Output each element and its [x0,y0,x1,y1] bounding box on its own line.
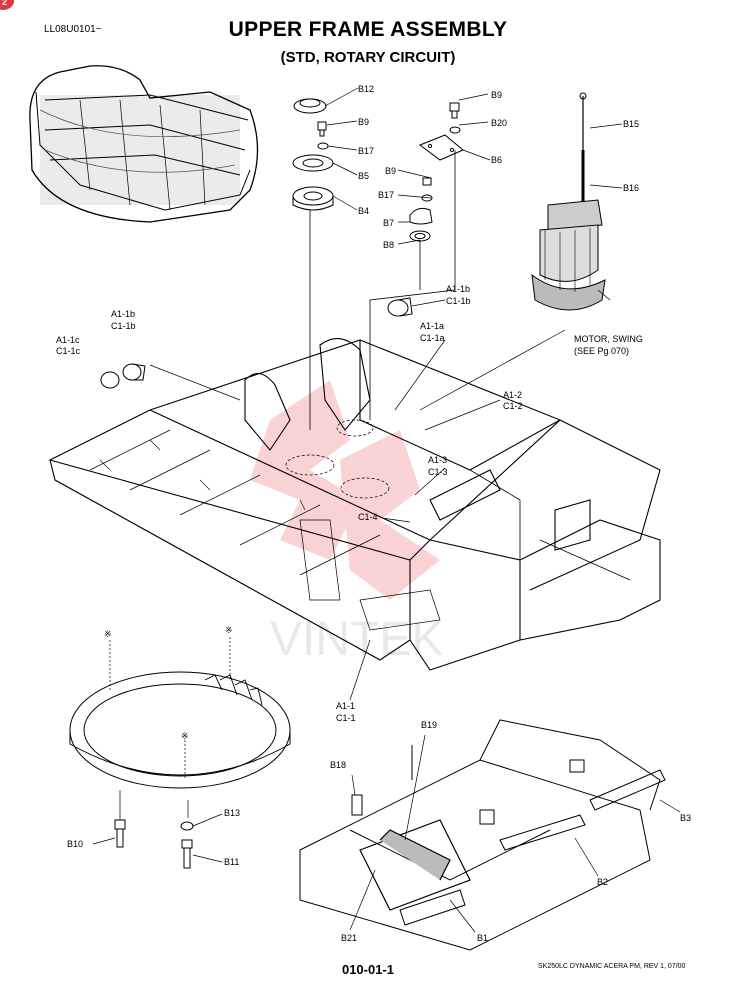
callout-motor-see-page: (SEE Pg 070) [574,346,630,356]
corner-badge-number: 2 [2,0,8,7]
callout-b15: B15 [623,119,640,129]
callout-c1-1b-right: C1-1b [446,296,471,306]
callout-b11: B11 [224,857,240,867]
page-subtitle: (STD, ROTARY CIRCUIT) [280,49,456,66]
callout-b10: B10 [67,839,84,849]
callout-b18: B18 [330,760,347,770]
cover-plate-parts [369,93,491,420]
callout-b19: B19 [421,720,438,730]
callout-b9-a: B9 [358,117,370,127]
page-corner-badge: 2 [0,0,14,10]
callout-c1-1: C1-1 [336,713,356,723]
callout-b16: B16 [623,183,640,193]
callout-b21: B21 [341,933,358,943]
lower-frame-detail [299,719,681,951]
swing-bearing-seal-parts [292,87,359,430]
callout-a1-1: A1-1 [336,701,356,711]
callout-note-mark-1: ※ [104,629,112,639]
watermark-logo: VINTEK [250,380,443,666]
callout-b20: B20 [491,118,508,128]
callout-c1-1c: C1-1c [56,346,81,356]
callout-b1: B1 [477,933,489,943]
bushing-parts [100,297,446,401]
callout-note-mark-3: ※ [181,731,189,741]
callout-c1-2: C1-2 [503,401,523,411]
callout-b2: B2 [597,877,609,887]
callout-a1-1b-right: A1-1b [446,284,471,294]
callout-c1-4: C1-4 [358,512,378,522]
callout-b5: B5 [358,171,370,181]
page-title: UPPER FRAME ASSEMBLY [228,18,508,41]
callout-b8: B8 [383,240,395,250]
swing-motor-illustration [419,92,623,411]
callout-a1-1b-left: A1-1b [111,309,136,319]
callout-note-mark-2: ※ [225,625,233,635]
callout-b6: B6 [491,155,503,165]
ring-fasteners [92,813,223,869]
callout-b12: B12 [358,84,375,94]
callout-b17-a: B17 [358,146,375,156]
page-number: 010-01-1 [341,962,395,977]
callout-b3: B3 [680,813,692,823]
watermark-text: VINTEK [270,613,443,666]
callout-c1-1b-left: C1-1b [111,321,136,331]
callout-c1-3: C1-3 [428,467,448,477]
callout-b9-c: B9 [385,166,397,176]
callout-b4: B4 [358,206,370,216]
slewing-ring-illustration [69,637,291,820]
callout-b9-b: B9 [491,90,503,100]
callout-motor-swing: MOTOR, SWING [574,334,643,344]
callout-a1-1a: A1-1a [420,321,445,331]
callout-a1-3: A1-3 [428,455,448,465]
frame-leader-lines [381,339,501,523]
callout-b7: B7 [383,218,395,228]
callout-c1-1a: C1-1a [420,333,445,343]
cab-inset-illustration [29,65,259,223]
callout-b17-b: B17 [378,190,395,200]
revision-footer: SK250LC DYNAMIC ACERA PM, REV 1, 07/00 [538,963,686,970]
callout-a1-1c: A1-1c [56,335,80,345]
callout-a1-2: A1-2 [503,390,523,400]
callout-b13: B13 [224,808,241,818]
serial-number: LL08U0101~ [44,24,102,35]
upper-frame-main [48,338,661,701]
